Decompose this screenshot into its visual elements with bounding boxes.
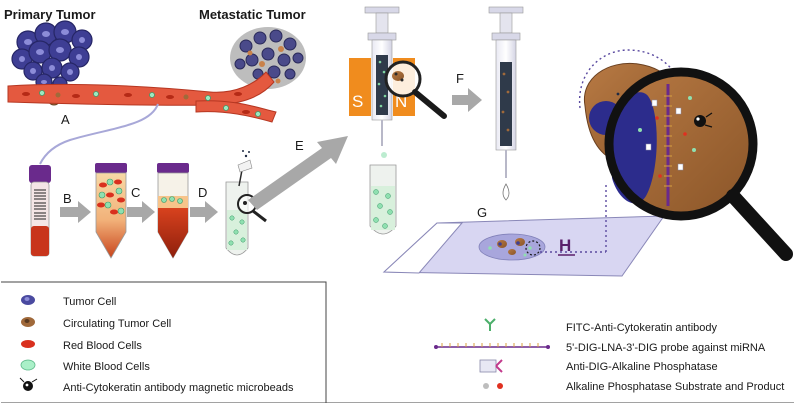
legend-substrate-label: Alkaline Phosphatase Substrate and Produ… — [566, 381, 784, 393]
primary-tumor-title: Primary Tumor — [4, 7, 96, 22]
step-a-label: A — [61, 112, 70, 127]
primary-tumor-cluster — [11, 20, 93, 106]
legend-item-ctc: Circulating Tumor Cell — [21, 317, 171, 330]
legend-item-beads: Anti-Cytokeratin antibody magnetic micro… — [19, 377, 294, 394]
metastatic-tumor-cluster — [230, 27, 306, 89]
arrow-e — [248, 136, 348, 210]
glass-slide: H — [382, 215, 665, 277]
arrow-d — [190, 201, 218, 223]
waste-collection-tube — [369, 152, 397, 235]
legend-item-rbc: Red Blood Cells — [21, 340, 142, 352]
legend-item-substrate: Alkaline Phosphatase Substrate and Produ… — [483, 381, 784, 393]
legend-probe-label: 5'-DIG-LNA-3'-DIG probe against miRNA — [566, 342, 766, 354]
legend-item-wbc: White Blood Cells — [20, 359, 150, 373]
step-f-label: F — [456, 71, 464, 86]
step-b-label: B — [63, 191, 72, 206]
legend-rbc-label: Red Blood Cells — [63, 340, 142, 352]
zoom-connector — [540, 49, 685, 253]
arrow-f — [452, 88, 482, 112]
legend-ctc-label: Circulating Tumor Cell — [63, 318, 171, 330]
magnetic-bead-icon — [694, 112, 713, 128]
rbc-icon — [21, 340, 35, 348]
step-e-label: E — [295, 138, 304, 153]
step-h-label: H — [559, 236, 571, 255]
step-d-label: D — [198, 185, 207, 200]
legend-wbc-label: White Blood Cells — [63, 361, 150, 373]
magnet-s-label: S — [352, 92, 363, 111]
metastatic-tumor-title: Metastatic Tumor — [199, 7, 306, 22]
substrate-icon — [483, 383, 489, 389]
bead-icon — [19, 377, 38, 391]
probe-icon — [434, 343, 550, 349]
legend-beads-label: Anti-Cytokeratin antibody magnetic micro… — [63, 382, 294, 394]
blood-draw-line — [39, 103, 159, 165]
legend-tumor-cell-label: Tumor Cell — [63, 296, 116, 308]
legend-ap-label: Anti-DIG-Alkaline Phosphatase — [566, 361, 718, 373]
magnetic-column: S N — [349, 6, 447, 146]
step-g-label: G — [477, 205, 487, 220]
legend-item-fitc: FITC-Anti-Cytokeratin antibody — [484, 318, 717, 334]
legend-box — [1, 281, 794, 403]
antibody-icon — [484, 318, 496, 331]
bead-incubation-tube — [225, 150, 267, 256]
density-tube-separated — [157, 163, 189, 259]
legend-item-tumor-cell: Tumor Cell — [21, 295, 116, 308]
product-icon — [497, 383, 503, 389]
elution-syringe — [488, 6, 524, 201]
arrow-c — [127, 201, 155, 223]
blood-vessel — [7, 71, 277, 123]
density-tube-mixed — [95, 163, 127, 259]
arrow-b — [60, 201, 91, 223]
legend-fitc-label: FITC-Anti-Cytokeratin antibody — [566, 322, 717, 334]
legend-item-probe: 5'-DIG-LNA-3'-DIG probe against miRNA — [434, 342, 766, 354]
step-c-label: C — [131, 185, 140, 200]
alkaline-phosphatase-icon — [479, 359, 503, 373]
magnifier-lens — [604, 67, 793, 261]
blood-collection-tube — [29, 165, 51, 257]
legend-item-ap: Anti-DIG-Alkaline Phosphatase — [479, 359, 718, 373]
wbc-icon — [20, 359, 36, 371]
